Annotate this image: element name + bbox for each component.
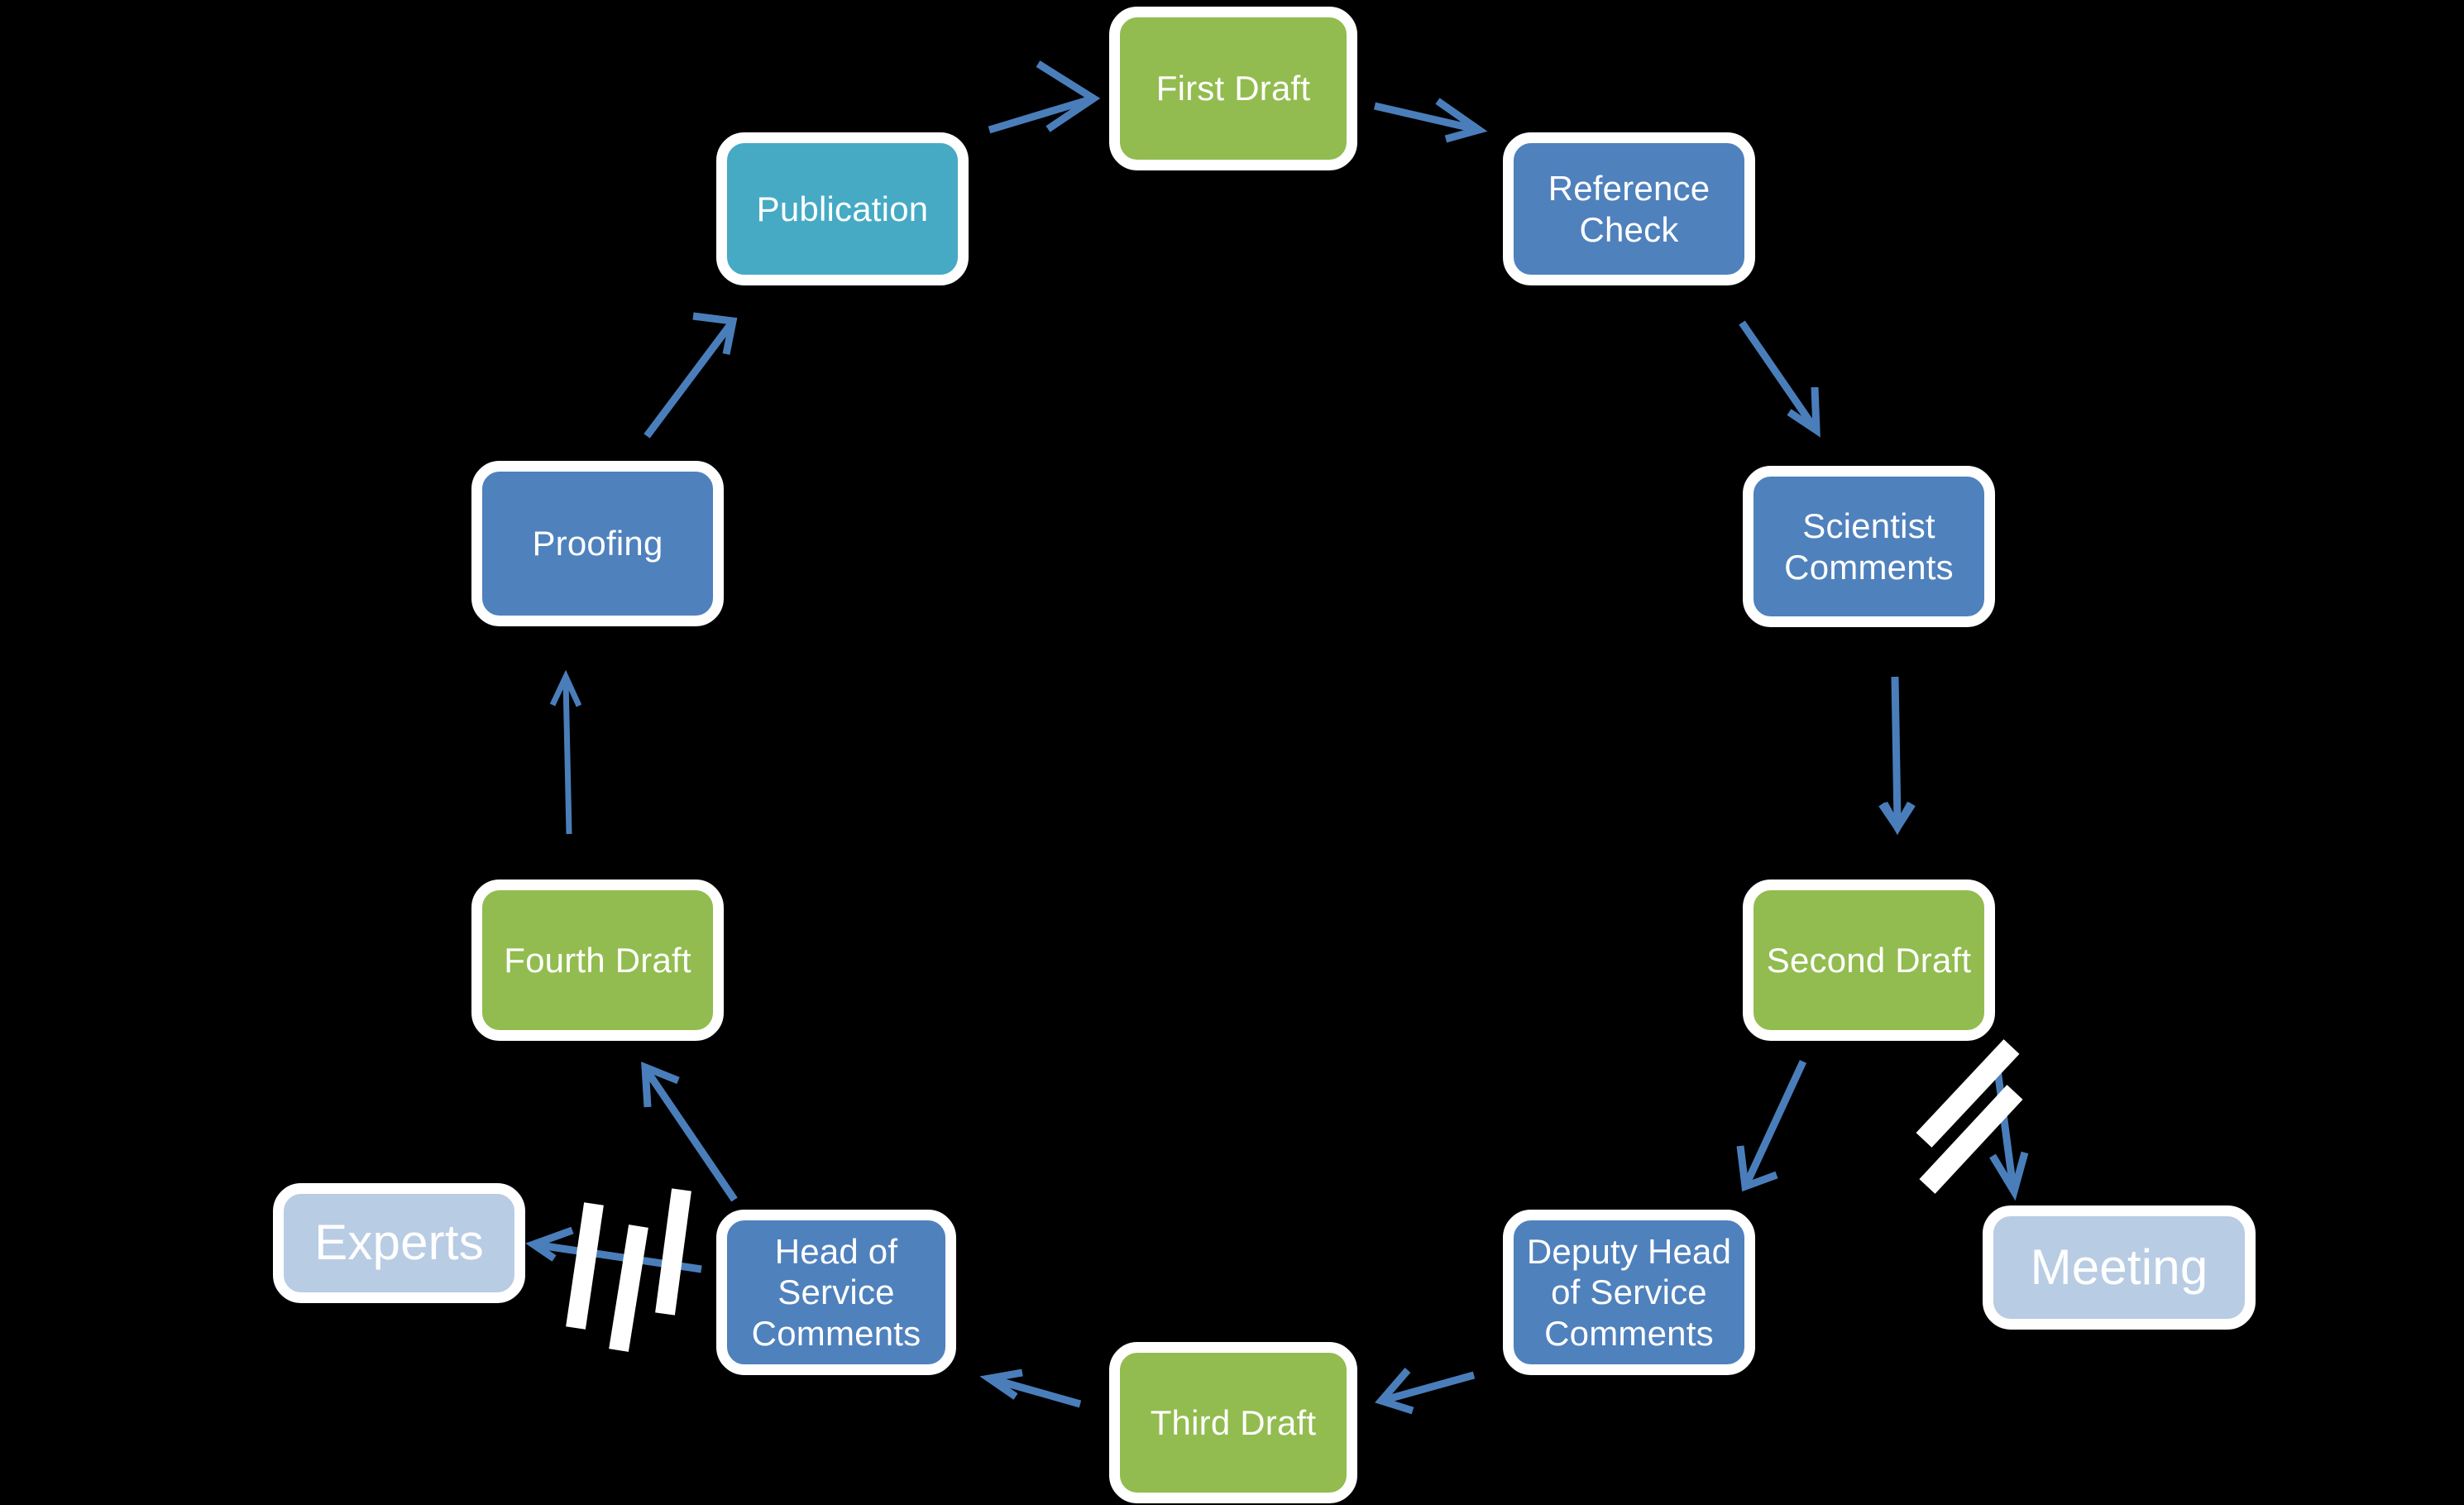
edge-second-draft-to-meeting xyxy=(1989,1062,2029,1201)
edge-head-service-comments-to-fourth-draft xyxy=(641,1062,738,1202)
node-head-of-service-comments-label: Head of Service Comments xyxy=(751,1231,921,1353)
edge-scientist-comments-to-second-draft xyxy=(1878,676,1916,836)
node-fourth-draft[interactable]: Fourth Draft xyxy=(471,880,724,1041)
node-publication[interactable]: Publication xyxy=(716,132,969,285)
edge-head-service-comments-to-experts xyxy=(525,1226,702,1273)
node-proofing[interactable]: Proofing xyxy=(471,461,724,626)
edge-third-draft-to-head-service-comments xyxy=(979,1368,1082,1408)
blocker-meeting-slashes xyxy=(1916,1039,2023,1194)
edge-fourth-draft-to-proofing xyxy=(549,669,582,835)
node-fourth-draft-label: Fourth Draft xyxy=(504,940,691,980)
node-first-draft-label: First Draft xyxy=(1155,69,1311,108)
blocker-experts-slashes xyxy=(566,1188,691,1352)
edge-proofing-to-publication xyxy=(644,312,738,439)
node-publication-label: Publication xyxy=(756,189,929,228)
node-third-draft-label: Third Draft xyxy=(1150,1402,1317,1442)
node-third-draft[interactable]: Third Draft xyxy=(1109,1342,1357,1503)
node-experts[interactable]: Experts xyxy=(273,1183,525,1303)
node-scientist-comments[interactable]: Scientist Comments xyxy=(1743,466,1995,627)
node-experts-label: Experts xyxy=(314,1215,484,1271)
edge-publication-to-first-draft xyxy=(988,60,1101,134)
node-meeting-label: Meeting xyxy=(2030,1239,2208,1295)
node-reference-check-label: Reference Check xyxy=(1548,168,1710,249)
node-second-draft[interactable]: Second Draft xyxy=(1743,880,1995,1041)
node-deputy-head-of-service-comments-label: Deputy Head of Service Comments xyxy=(1526,1231,1732,1353)
node-proofing-label: Proofing xyxy=(532,524,663,563)
edge-first-draft-to-reference-check xyxy=(1373,98,1488,143)
edge-reference-check-to-scientist-comments xyxy=(1739,320,1820,438)
node-deputy-head-of-service-comments[interactable]: Deputy Head of Service Comments xyxy=(1503,1210,1755,1375)
node-reference-check[interactable]: Reference Check xyxy=(1503,132,1755,285)
node-first-draft[interactable]: First Draft xyxy=(1109,7,1357,170)
node-scientist-comments-label: Scientist Comments xyxy=(1784,506,1954,587)
edge-deputy-head-comments-to-third-draft xyxy=(1375,1368,1476,1415)
edge-second-draft-to-deputy-head-comments xyxy=(1736,1060,1807,1192)
node-second-draft-label: Second Draft xyxy=(1766,940,1972,980)
node-head-of-service-comments[interactable]: Head of Service Comments xyxy=(716,1210,956,1375)
node-meeting[interactable]: Meeting xyxy=(1983,1205,2256,1330)
